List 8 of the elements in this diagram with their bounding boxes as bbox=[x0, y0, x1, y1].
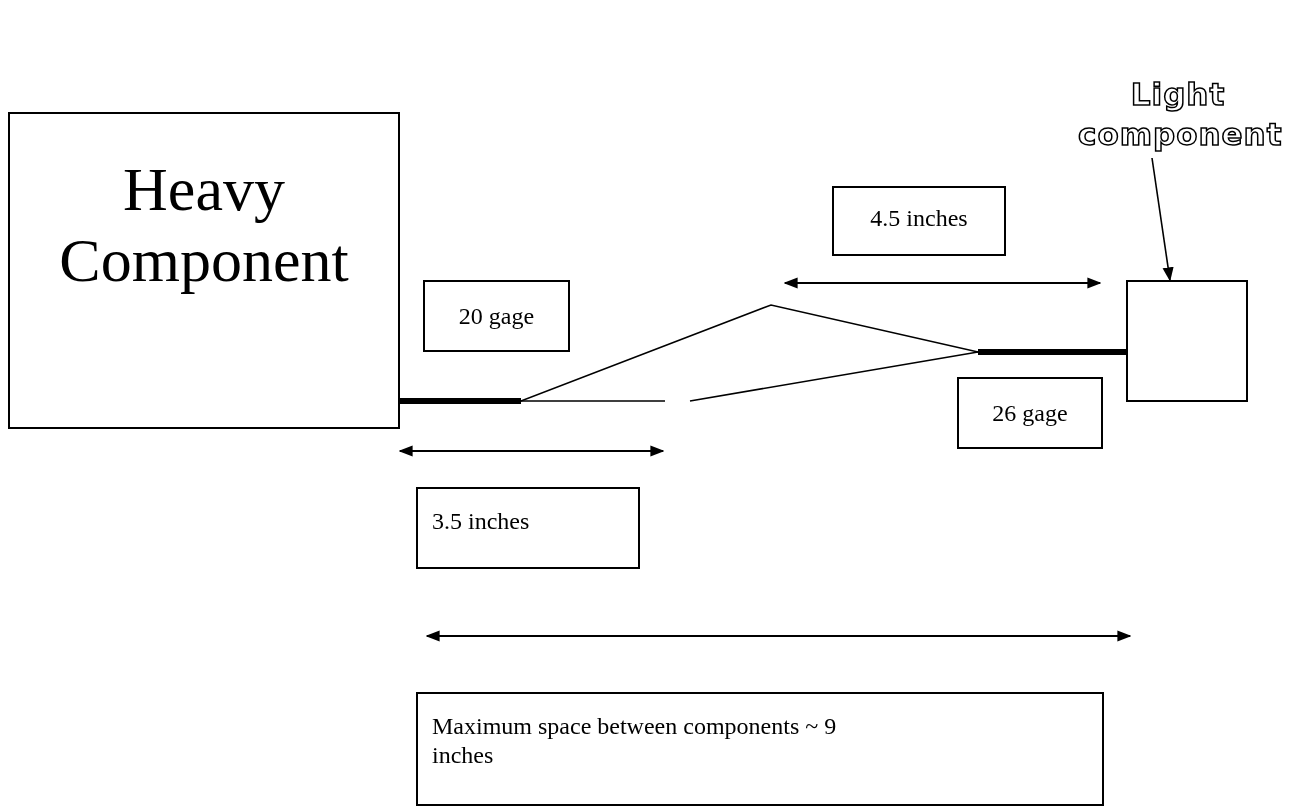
label-box: 20 gage bbox=[423, 280, 570, 352]
label-box: 4.5 inches bbox=[832, 186, 1006, 256]
leader-line bbox=[1151, 157, 1174, 282]
label-box: 3.5 inches bbox=[416, 487, 640, 569]
label-box: Maximum space between components ~ 9 inches bbox=[416, 692, 1104, 806]
label-box: 26 gage bbox=[957, 377, 1103, 449]
component-box: Heavy Component bbox=[8, 112, 400, 429]
component-box bbox=[1126, 280, 1248, 402]
